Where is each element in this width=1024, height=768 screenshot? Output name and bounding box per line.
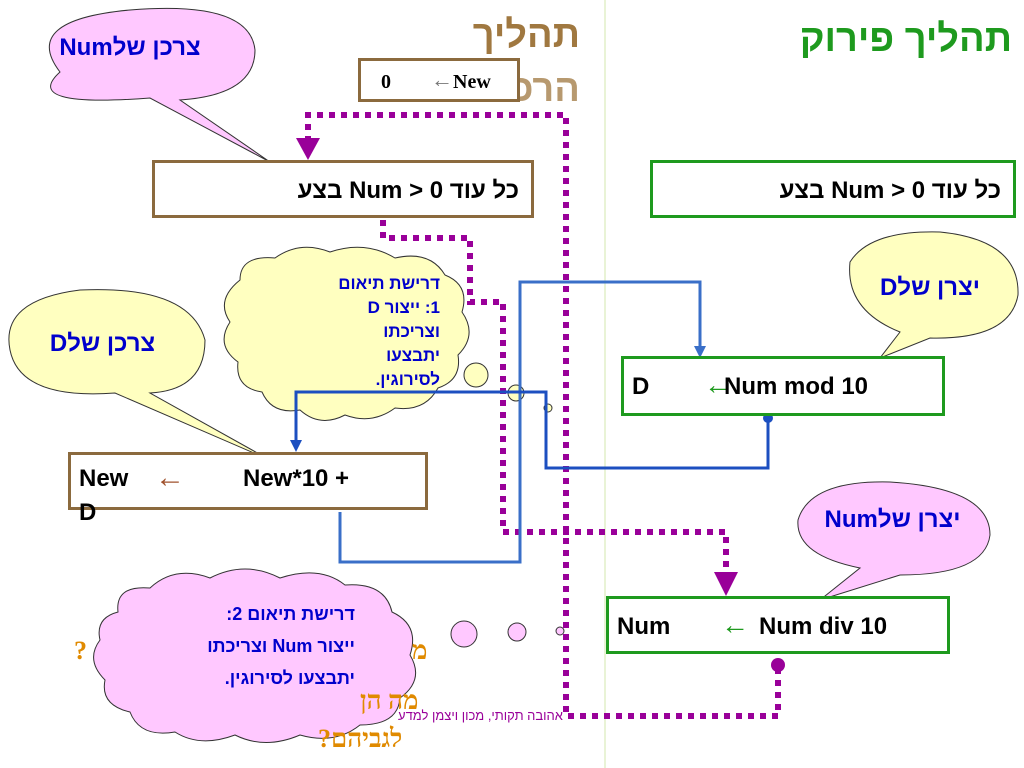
hidden-question-1: מ	[412, 636, 428, 665]
callout-d-consumer: צרכן שלD	[49, 330, 156, 357]
callout-num-producer: יצרן שלNum	[824, 506, 961, 533]
blue-line-to-new	[294, 390, 770, 470]
cloud-2-text: דרישת תיאום 2: ייצור Num וצריכתו יתבצעו …	[125, 598, 355, 694]
loop-condition-right: כל עוד Num > 0 בצע	[779, 177, 1001, 204]
init-variable: New	[453, 71, 491, 93]
thought-circle	[450, 620, 478, 648]
cloud-1-line4: יתבצעו	[386, 346, 440, 365]
arrow-left-icon: ←	[721, 609, 749, 640]
arrowhead-down	[290, 440, 302, 452]
arrow-left-icon: ←	[431, 67, 453, 92]
callout-num-consumer-shape	[49, 7, 271, 163]
mod-expression: Num mod 10	[724, 373, 869, 400]
cloud-1-line5: לסירוגין.	[375, 370, 440, 389]
init-value: 0	[381, 71, 391, 93]
new-expression-tail: D	[79, 499, 97, 526]
callout-num-consumer: צרכן שלNum	[59, 34, 201, 61]
num-flow-dotted-line	[305, 112, 781, 719]
cloud-2-line3: יתבצעו לסירוגין.	[224, 668, 355, 688]
d-flow-dotted-line	[380, 220, 729, 572]
title-decomposition: תהליך פירוק	[799, 18, 1012, 60]
loop-condition-left: כל עוד Num > 0 בצע	[297, 177, 519, 204]
new-update-box: New ← New*10 + D	[68, 452, 428, 526]
div-box: Num ← Num div 10	[606, 596, 950, 654]
arrow-left-icon: ←	[704, 369, 732, 400]
hidden-question-3: לגביהם?	[318, 724, 403, 753]
cloud-1-text: דרישת תיאום 1: ייצור D וצריכתו יתבצעו לס…	[290, 272, 440, 392]
hidden-question-qmark: ?	[74, 636, 87, 665]
div-expression: Num div 10	[759, 613, 888, 640]
cloud-1-line2: 1: ייצור D	[367, 298, 440, 317]
cloud-2-line1: דרישת תיאום 2:	[226, 604, 355, 624]
cloud-1-line1: דרישת תיאום	[338, 274, 440, 293]
cloud-2-line2: ייצור Num וצריכתו	[207, 636, 355, 656]
callout-num-producer-shape	[797, 481, 991, 601]
loop-box-decomposition: כל עוד Num > 0 בצע	[650, 160, 1016, 218]
arrowhead-down	[694, 346, 706, 358]
div-target: Num	[617, 613, 671, 640]
hidden-question-2: מה הן	[360, 686, 419, 715]
callout-d-consumer-shape	[8, 289, 271, 461]
cloud-1-shape	[223, 246, 470, 421]
connector-dot	[771, 658, 785, 672]
new-expression: New*10 +	[243, 465, 350, 492]
thought-circle	[507, 622, 527, 642]
cloud-1-line3: וצריכתו	[383, 322, 440, 341]
new-init-box: 0 ← New	[358, 58, 520, 102]
arrowhead-down	[714, 572, 738, 596]
arrow-left-icon: ←	[155, 461, 185, 494]
thought-circle	[463, 362, 489, 388]
loop-box-composition: כל עוד Num > 0 בצע	[152, 160, 534, 218]
arrowhead-down	[296, 138, 320, 160]
blue-line-to-mod	[338, 280, 702, 564]
new-target: New	[79, 465, 129, 492]
callout-d-producer-shape	[849, 231, 1019, 360]
mod-box: D ← Num mod 10	[621, 356, 945, 416]
cloud-2-shape	[93, 568, 417, 743]
center-divider	[604, 0, 606, 768]
footer-credit: אהובה תקותי, מכון ויצמן למדע	[398, 708, 563, 723]
mod-target: D	[632, 373, 650, 400]
thought-circle	[555, 626, 565, 636]
callout-d-producer: יצרן שלD	[880, 274, 980, 301]
title-composition-line1: תהליך	[472, 14, 580, 56]
